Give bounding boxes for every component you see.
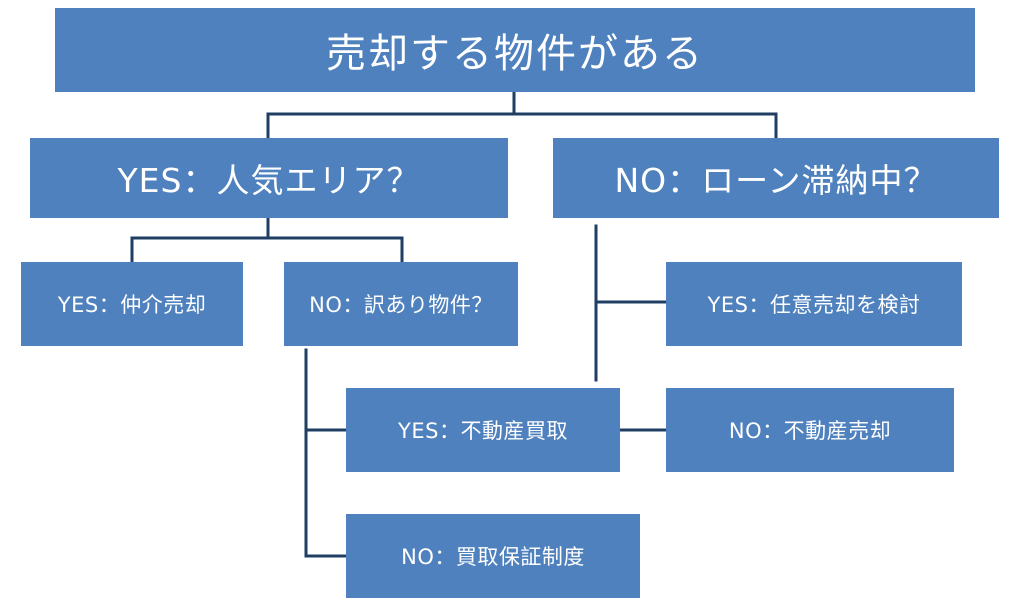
yes-real-estate-purchase-label: YES：不動産買取: [398, 419, 568, 443]
no-defective-property-node: NO：訳あり物件？: [284, 262, 518, 346]
root-node-label: 売却する物件がある: [326, 31, 704, 77]
yes-popular-area-node: YES：人気エリア？: [30, 138, 508, 218]
yes-real-estate-purchase-node: YES：不動産買取: [346, 388, 620, 472]
yes-voluntary-sale-label: YES：任意売却を検討: [707, 293, 921, 317]
yes-brokerage-sale-node: YES：仲介売却: [21, 262, 243, 346]
no-real-estate-sale-label: NO：不動産売却: [728, 419, 892, 443]
no-defective-property-label: NO：訳あり物件？: [309, 293, 493, 317]
no-purchase-guarantee-node: NO：買取保証制度: [346, 514, 640, 598]
connector-defective-to-children: [304, 348, 348, 558]
root-node: 売却する物件がある: [55, 8, 975, 92]
yes-brokerage-sale-label: YES：仲介売却: [57, 293, 207, 317]
connector-loan-to-children: [594, 224, 668, 382]
yes-popular-area-label: YES：人気エリア？: [117, 161, 421, 200]
no-loan-arrears-label: NO：ローン滞納中？: [614, 161, 938, 200]
no-purchase-guarantee-label: NO：買取保証制度: [401, 545, 585, 569]
yes-voluntary-sale-node: YES：任意売却を検討: [666, 262, 962, 346]
no-real-estate-sale-node: NO：不動産売却: [666, 388, 954, 472]
connector-popular-to-children: [130, 216, 404, 264]
connector-root-to-level1: [266, 90, 778, 140]
no-loan-arrears-node: NO：ローン滞納中？: [553, 138, 999, 218]
